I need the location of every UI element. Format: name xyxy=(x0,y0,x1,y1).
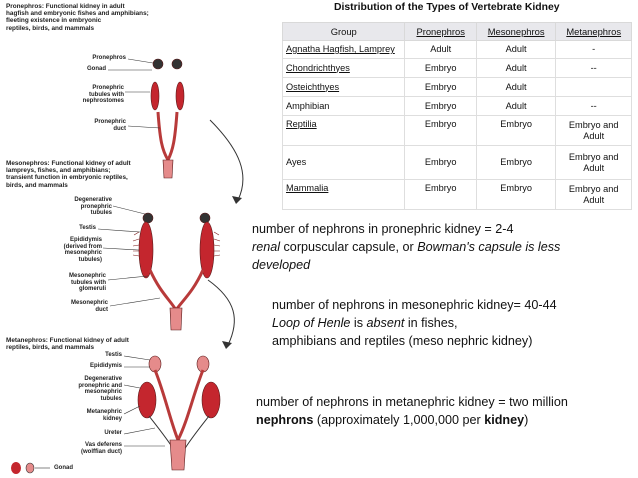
header-mesonephros: Mesonephros xyxy=(476,23,555,41)
cell-pronephros: Embryo xyxy=(405,78,476,97)
header-pronephros: Pronephros xyxy=(405,23,476,41)
mesonephros-note: number of nephrons in mesonephric kidney… xyxy=(272,296,636,350)
cell-group: Mammalia xyxy=(283,180,405,210)
cell-mesonephros: Embryo xyxy=(476,180,555,210)
pronephros-note-line1: number of nephrons in pronephric kidney … xyxy=(252,220,636,238)
cell-pronephros: Embryo xyxy=(405,97,476,116)
label-gonad: Gonad xyxy=(50,66,106,73)
anatomy-illustration xyxy=(0,0,250,478)
label-ureter: Ureter xyxy=(70,430,122,437)
cell-metanephros: Embryo and Adult xyxy=(556,180,632,210)
table-row: Chondrichthyes Embryo Adult -- xyxy=(283,59,632,78)
table-row: Osteichthyes Embryo Adult xyxy=(283,78,632,97)
cell-metanephros xyxy=(556,78,632,97)
table-header-row: Group Pronephros Mesonephros Metanephros xyxy=(283,23,632,41)
cell-mesonephros: Adult xyxy=(476,41,555,59)
header-group: Group xyxy=(283,23,405,41)
cell-group: Agnatha Hagfish, Lamprey xyxy=(283,41,405,59)
cell-mesonephros: Adult xyxy=(476,59,555,78)
mesonephros-figure xyxy=(133,213,220,330)
label-pronephros: Pronephros xyxy=(70,55,126,62)
label-mesonephric-tubules: Mesonephric tubules with glomeruli xyxy=(40,273,106,293)
mesonephros-note-line1: number of nephrons in mesonephric kidney… xyxy=(272,296,636,314)
cell-pronephros: Embryo xyxy=(405,59,476,78)
cell-mesonephros: Embryo xyxy=(476,146,555,180)
cell-group: Ayes xyxy=(283,146,405,180)
header-metanephros: Metanephros xyxy=(556,23,632,41)
label-testis: Testis xyxy=(50,225,96,232)
cell-pronephros: Embryo xyxy=(405,146,476,180)
metanephros-note-line2: nephrons (approximately 1,000,000 per ki… xyxy=(256,411,636,429)
metanephros-figure xyxy=(138,356,220,470)
kidney-distribution-table: Group Pronephros Mesonephros Metanephros… xyxy=(282,22,632,210)
cell-mesonephros: Adult xyxy=(476,97,555,116)
cell-pronephros: Embryo xyxy=(405,116,476,146)
label-epididymis: Epididymis (derived from mesonephric tub… xyxy=(40,237,102,263)
label-metanephric-kidney: Metanephric kidney xyxy=(56,409,122,422)
table-row: Amphibian Embryo Adult -- xyxy=(283,97,632,116)
gonad-icon xyxy=(11,462,50,474)
cell-pronephros: Embryo xyxy=(405,180,476,210)
label-pronephric-tubules: Pronephric tubules with nephrostomes xyxy=(60,85,124,105)
cell-group: Amphibian xyxy=(283,97,405,116)
cell-metanephros: -- xyxy=(556,97,632,116)
label-pronephric-duct: Pronephric duct xyxy=(70,119,126,132)
table-row: Mammalia Embryo Embryo Embryo and Adult xyxy=(283,180,632,210)
cell-group: Reptilia xyxy=(283,116,405,146)
label-degenerative-tubules: Degenerative pronephric and mesonephric … xyxy=(50,376,122,402)
cell-mesonephros: Adult xyxy=(476,78,555,97)
table-row: Ayes Embryo Embryo Embryo and Adult xyxy=(283,146,632,180)
metanephros-note: number of nephrons in metanephric kidney… xyxy=(256,393,636,429)
label-degenerative-pronephric: Degenerative pronephric tubules xyxy=(50,197,112,217)
table-row: Agnatha Hagfish, Lamprey Adult Adult - xyxy=(283,41,632,59)
pronephros-note-line3: developed xyxy=(252,256,636,274)
cell-pronephros: Adult xyxy=(405,41,476,59)
pronephros-note-line2: renal corpuscular capsule, or Bowman's c… xyxy=(252,238,636,256)
cell-metanephros: -- xyxy=(556,59,632,78)
kidney-development-diagram: Pronephros: Functional kidney in adult h… xyxy=(0,0,250,478)
metanephros-note-line1: number of nephrons in metanephric kidney… xyxy=(256,393,636,411)
mesonephros-note-line2: Loop of Henle is absent in fishes, xyxy=(272,314,636,332)
cell-metanephros: Embryo and Adult xyxy=(556,116,632,146)
cell-group: Chondrichthyes xyxy=(283,59,405,78)
cell-metanephros: - xyxy=(556,41,632,59)
table-title: Distribution of the Types of Vertebrate … xyxy=(334,2,634,13)
metanephros-title: Metanephros: Functional kidney of adult … xyxy=(6,337,241,351)
label-meta-epididymis: Epididymis xyxy=(60,363,122,370)
label-meta-testis: Testis xyxy=(70,352,122,359)
label-gonad-legend: Gonad xyxy=(54,465,94,472)
label-mesonephric-duct: Mesonephric duct xyxy=(50,300,108,313)
pronephros-title: Pronephros: Functional kidney in adult h… xyxy=(6,3,241,32)
cell-metanephros: Embryo and Adult xyxy=(556,146,632,180)
label-vas-deferens: Vas deferens (wolffian duct) xyxy=(46,442,122,455)
mesonephros-note-line3: amphibians and reptiles (meso nephric ki… xyxy=(272,332,636,350)
cell-mesonephros: Embryo xyxy=(476,116,555,146)
cell-group: Osteichthyes xyxy=(283,78,405,97)
pronephros-note: number of nephrons in pronephric kidney … xyxy=(252,220,636,274)
table-row: Reptilia Embryo Embryo Embryo and Adult xyxy=(283,116,632,146)
mesonephros-title: Mesonephros: Functional kidney of adult … xyxy=(6,160,241,189)
